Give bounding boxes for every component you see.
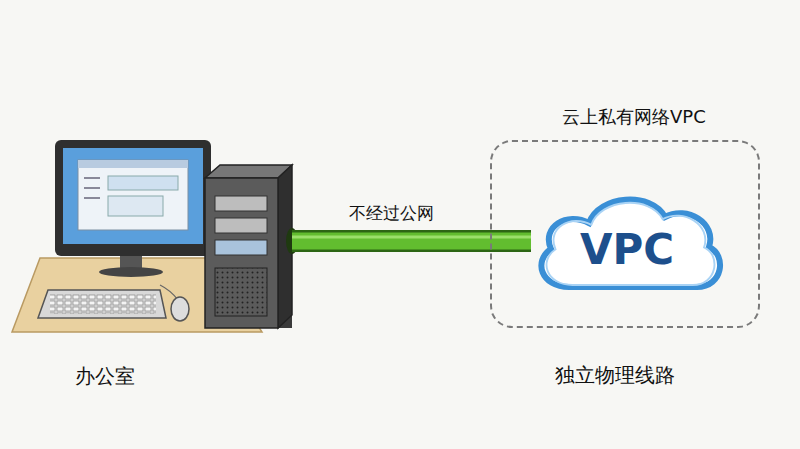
node-label: 办公室 (75, 363, 135, 390)
cloud-node: VPC (527, 187, 727, 299)
region-heading: 云上私有网络VPC (562, 105, 706, 129)
office-node: 办公室 (15, 135, 292, 395)
pc-tower (205, 165, 298, 328)
keyboard (38, 290, 166, 318)
mouse (160, 285, 189, 321)
cable-highlight (292, 236, 531, 239)
line-note: 独立物理线路 (555, 362, 675, 389)
vpc-region: 云上私有网络VPCVPC (490, 140, 760, 328)
cloud-shape (541, 200, 720, 287)
cable-outline (292, 230, 531, 252)
cloud-label: VPC (580, 225, 674, 274)
line-label: 不经过公网 (346, 202, 437, 225)
physical-line (292, 233, 531, 250)
monitor (55, 140, 211, 277)
cloud-inner (547, 203, 715, 285)
